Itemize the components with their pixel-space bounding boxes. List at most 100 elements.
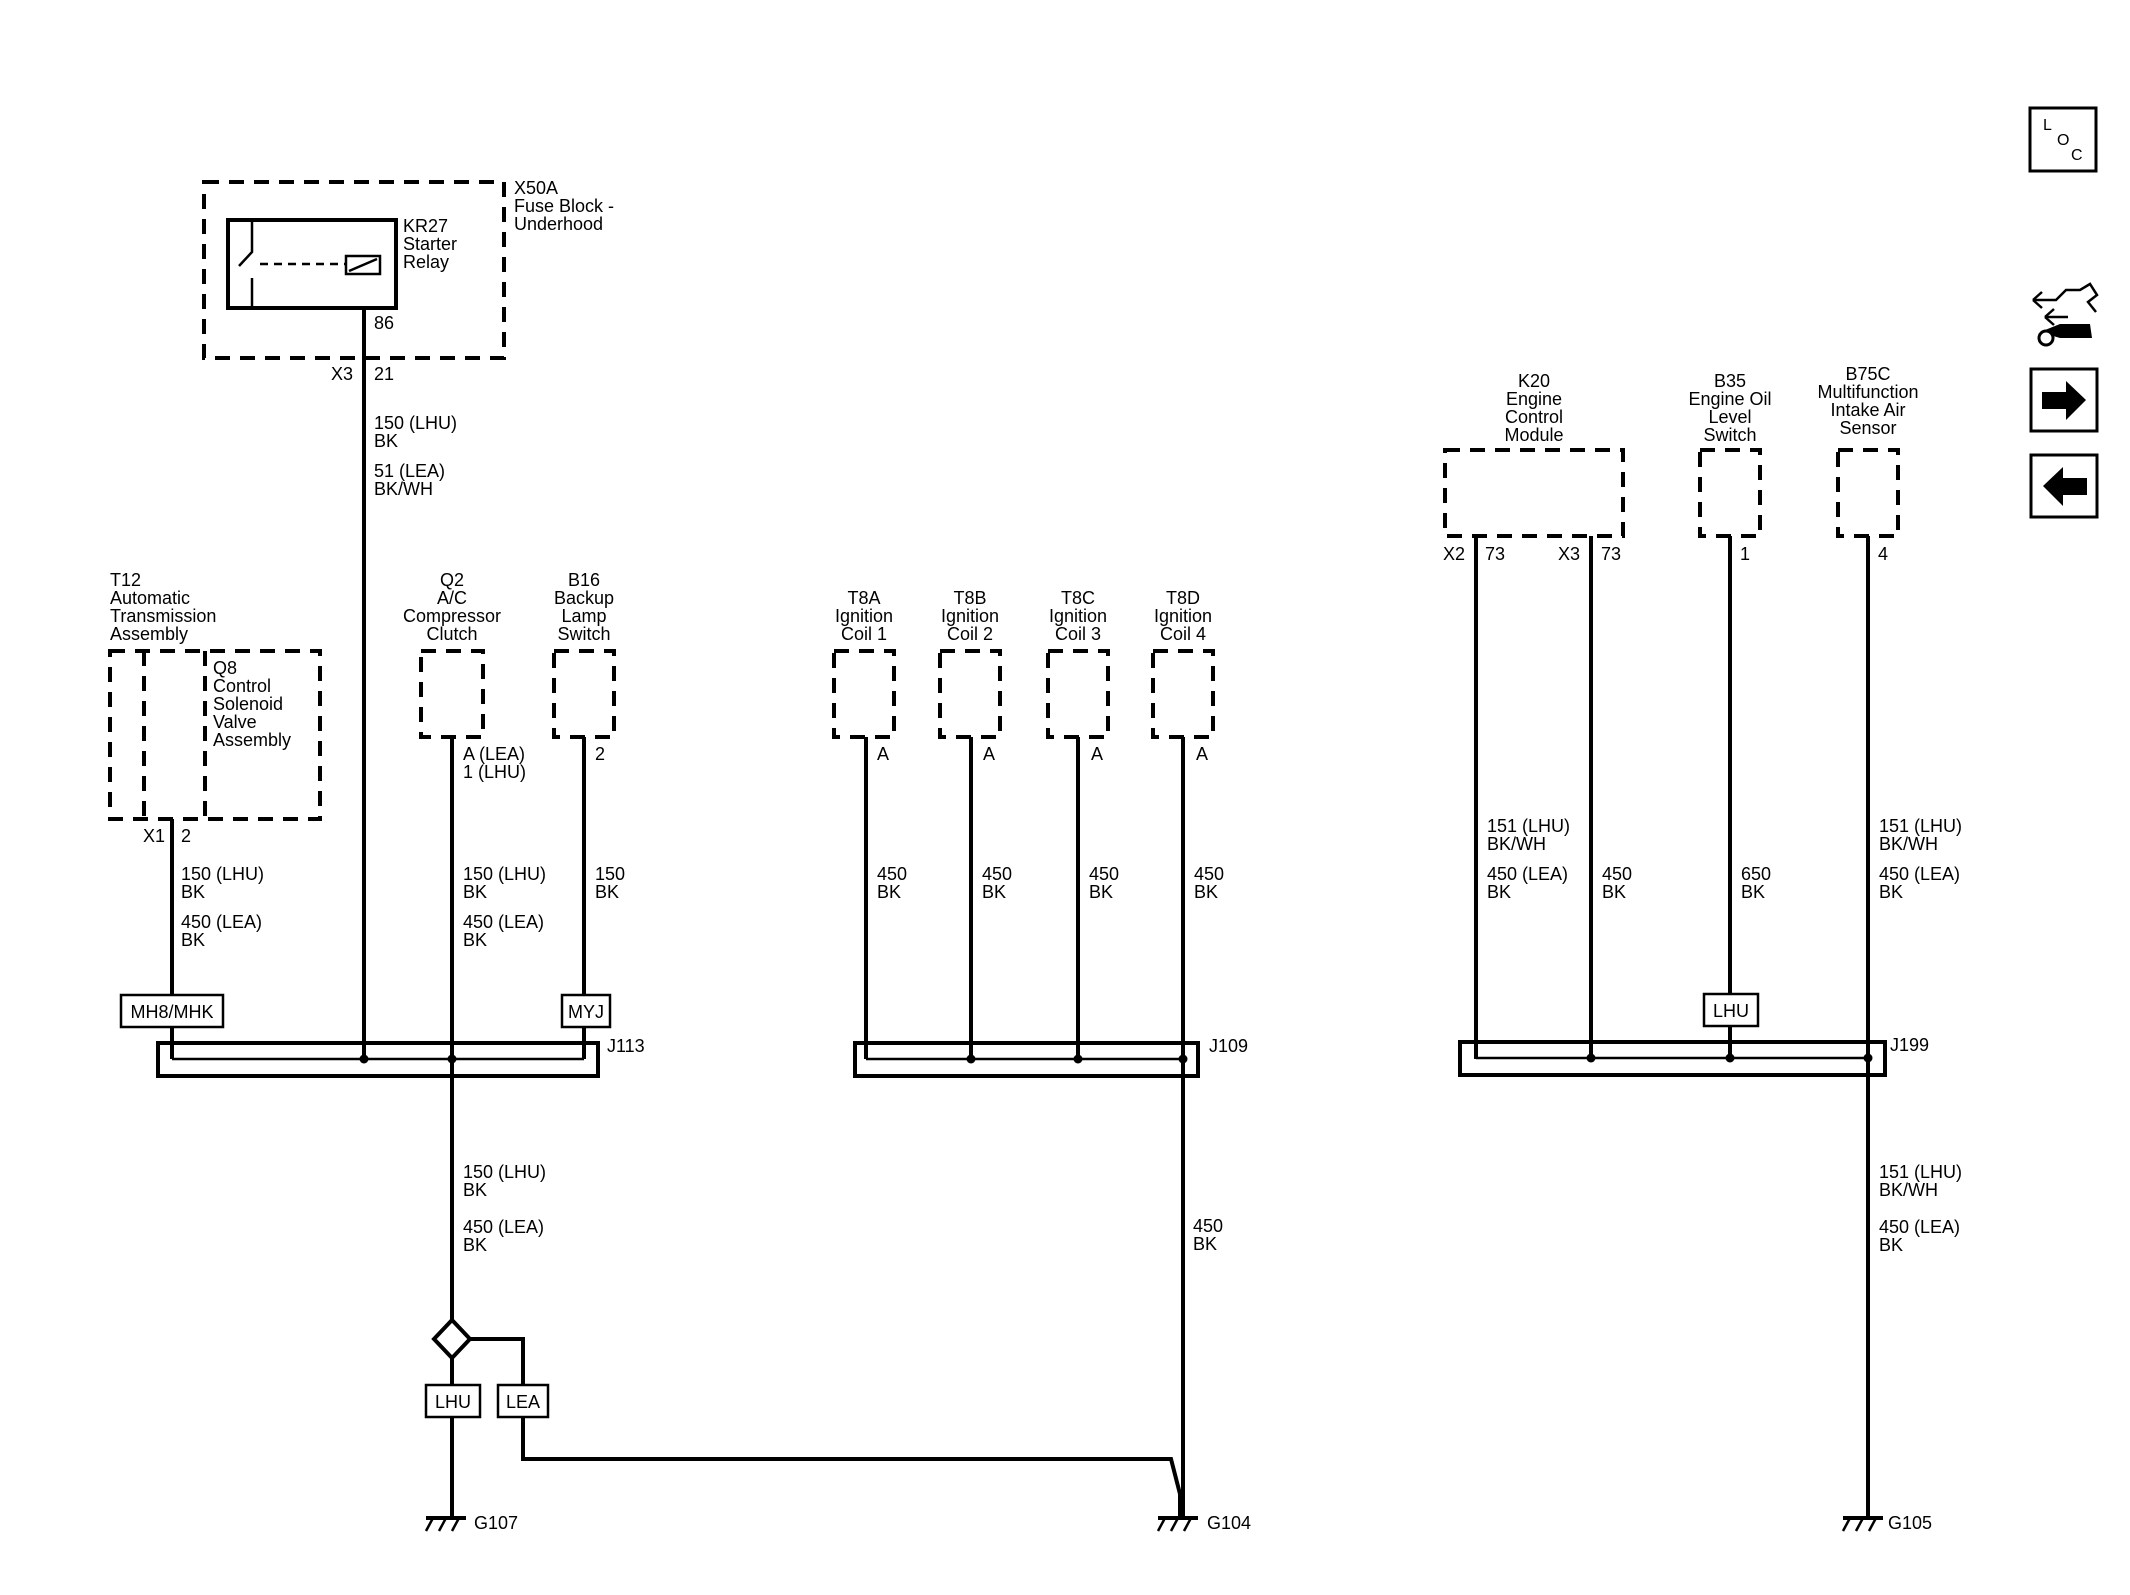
previous-page-button[interactable]: [2029, 453, 2099, 519]
label-line: Coil 1: [841, 624, 887, 644]
label-line: BK: [1089, 882, 1113, 902]
loc-icon: L O C: [2043, 117, 2083, 164]
label-line: A (LEA): [463, 744, 525, 764]
label-line: Module: [1504, 425, 1563, 445]
label-line: 450 (LEA): [463, 912, 544, 932]
label-line: 151 (LHU): [1879, 1162, 1962, 1182]
label-line: B75C: [1845, 364, 1890, 384]
label-line: B16: [568, 570, 600, 590]
label-line: Compressor: [403, 606, 501, 626]
q8-pin-2: 2: [181, 826, 191, 846]
label-line: 450 (LEA): [181, 912, 262, 932]
option-split-diamond: [431, 1317, 525, 1384]
label-line: Ignition: [1154, 606, 1212, 626]
b16-pin-2: 2: [595, 744, 605, 764]
label-line: BK: [181, 930, 205, 950]
label-line: BK: [1487, 882, 1511, 902]
k20-connector-x3: X3: [1558, 544, 1580, 564]
ground-g105: G105: [1841, 1513, 1932, 1533]
j109-label: J109: [1209, 1036, 1248, 1056]
label-line: KR27: [403, 216, 448, 236]
option-tag-mh8-mhk: MH8/MHK: [119, 993, 225, 1029]
label-line: Sensor: [1839, 418, 1896, 438]
svg-text:LHU: LHU: [435, 1392, 471, 1412]
t8d-pin: A: [1196, 744, 1208, 764]
label-line: BK: [1602, 882, 1626, 902]
circuit-tools-button[interactable]: [2032, 282, 2099, 347]
label-line: 51 (LEA): [374, 461, 445, 481]
label-line: BK: [1193, 1234, 1217, 1254]
label-line: Coil 2: [947, 624, 993, 644]
label-line: T12: [110, 570, 141, 590]
arrow-right-icon: [2042, 381, 2086, 420]
label-line: Lamp: [561, 606, 606, 626]
svg-text:MYJ: MYJ: [568, 1002, 604, 1022]
label-line: T8A: [847, 588, 880, 608]
label-line: 650: [1741, 864, 1771, 884]
label-line: 151 (LHU): [1487, 816, 1570, 836]
label-line: BK: [463, 930, 487, 950]
option-tag-lhu-g107: LHU: [424, 1383, 482, 1419]
label-line: BK: [463, 1180, 487, 1200]
label-line: Q8: [213, 658, 237, 678]
label-line: T8B: [953, 588, 986, 608]
label-line: Underhood: [514, 214, 603, 234]
circuit-tools-icon: [2032, 282, 2099, 347]
g104-label: G104: [1207, 1513, 1251, 1533]
svg-text:C: C: [2071, 147, 2083, 164]
svg-text:L: L: [2043, 117, 2052, 134]
loc-button[interactable]: L O C: [2028, 106, 2098, 173]
k20-pin-x2-73: 73: [1485, 544, 1505, 564]
svg-text:O: O: [2057, 132, 2069, 149]
label-line: BK: [181, 882, 205, 902]
label-line: 450 (LEA): [1879, 1217, 1960, 1237]
label-line: T8C: [1061, 588, 1095, 608]
label-line: Ignition: [941, 606, 999, 626]
label-line: Switch: [557, 624, 610, 644]
splice-pack-j109: J109: [853, 1036, 1248, 1078]
svg-text:MH8/MHK: MH8/MHK: [130, 1002, 213, 1022]
label-line: 450 (LEA): [1487, 864, 1568, 884]
label-line: BK: [463, 882, 487, 902]
g107-label: G107: [474, 1513, 518, 1533]
label-line: A/C: [437, 588, 467, 608]
label-line: BK: [1741, 882, 1765, 902]
label-line: BK: [374, 431, 398, 451]
next-page-button[interactable]: [2029, 367, 2099, 433]
label-line: Ignition: [835, 606, 893, 626]
label-line: Backup: [554, 588, 614, 608]
k20-pin-x3-73: 73: [1601, 544, 1621, 564]
label-line: Assembly: [110, 624, 188, 644]
label-line: 450: [1089, 864, 1119, 884]
label-line: Engine: [1506, 389, 1562, 409]
label-line: T8D: [1166, 588, 1200, 608]
j113-label: J113: [607, 1036, 645, 1056]
label-line: 150 (LHU): [463, 864, 546, 884]
label-line: 450 (LEA): [1879, 864, 1960, 884]
label-line: 1 (LHU): [463, 762, 526, 782]
label-line: Transmission: [110, 606, 216, 626]
splice-pack-j199: J199: [1458, 1035, 1929, 1077]
